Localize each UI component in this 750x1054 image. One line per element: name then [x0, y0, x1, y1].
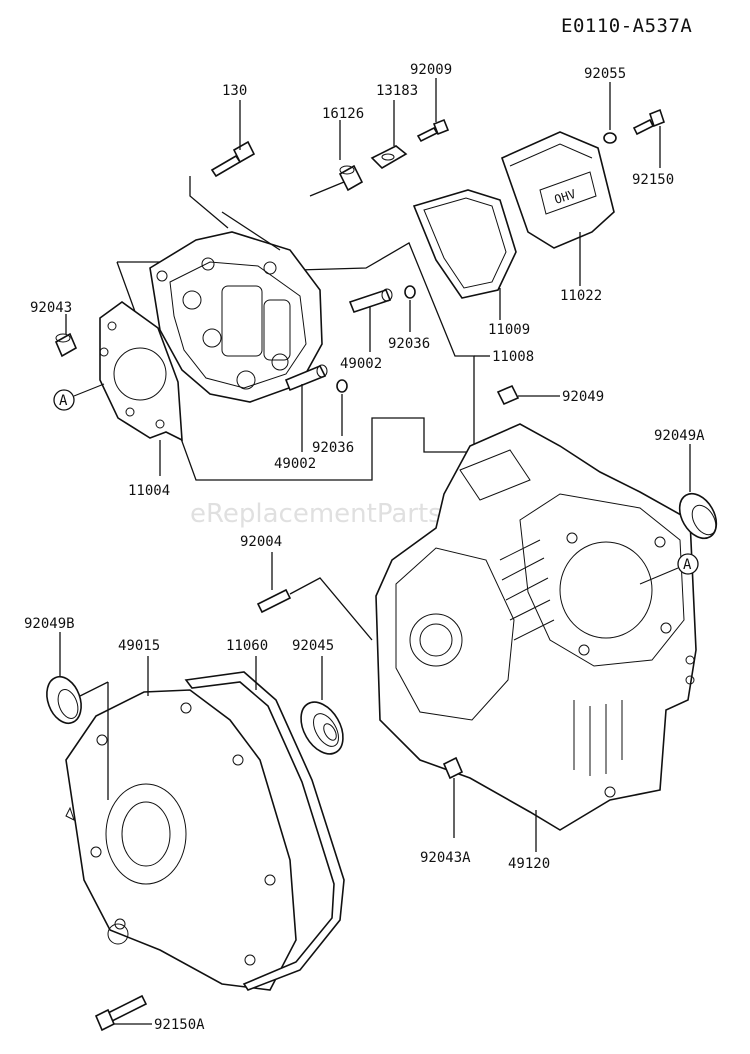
- callout-92049: 92049: [562, 389, 604, 405]
- bolt-92009[interactable]: [416, 118, 450, 143]
- callout-92009: 92009: [410, 62, 452, 78]
- reference-marker-a-left: A: [53, 383, 105, 411]
- callout-92045: 92045: [292, 638, 334, 654]
- head-gasket-11004[interactable]: [99, 301, 183, 442]
- cylinder-head-assembly-outline: [116, 242, 475, 481]
- callout-92036-lower: 92036: [312, 440, 354, 456]
- callout-49002-lower: 49002: [274, 456, 316, 472]
- rocker-cover-gasket-11009[interactable]: [412, 189, 517, 299]
- callout-92055: 92055: [584, 66, 626, 82]
- crankcase-49120[interactable]: [375, 423, 697, 831]
- callout-11009: 11009: [488, 322, 530, 338]
- washer-92055[interactable]: [603, 132, 617, 144]
- bearing-92045[interactable]: [292, 695, 351, 761]
- dowel-pin-92043[interactable]: [54, 332, 78, 358]
- keeper-92036-lower[interactable]: [336, 379, 348, 393]
- reference-marker-a-left-label: A: [59, 393, 68, 409]
- callout-13183: 13183: [376, 83, 418, 99]
- callout-92049b: 92049B: [24, 616, 75, 632]
- plug-92049[interactable]: [496, 384, 520, 406]
- callout-92036-upper: 92036: [388, 336, 430, 352]
- callout-49120: 49120: [508, 856, 550, 872]
- callout-92043a: 92043A: [420, 850, 471, 866]
- callout-16126: 16126: [322, 106, 364, 122]
- rocker-cover-11022[interactable]: OHV: [501, 131, 615, 249]
- gasket-11060[interactable]: [184, 671, 345, 991]
- diagram-code: E0110-A537A: [561, 15, 692, 37]
- callout-49002-upper: 49002: [340, 356, 382, 372]
- callout-92150: 92150: [632, 172, 674, 188]
- callout-130: 130: [222, 83, 247, 99]
- bolt-130[interactable]: [210, 140, 256, 178]
- callout-11060: 11060: [226, 638, 268, 654]
- stud-92004[interactable]: [256, 588, 292, 614]
- crankcase-cover-49015[interactable]: [65, 689, 297, 991]
- cylinder-head[interactable]: [149, 231, 323, 403]
- callout-92004: 92004: [240, 534, 282, 550]
- callout-92043: 92043: [30, 300, 72, 316]
- pin-16126[interactable]: [338, 164, 364, 192]
- callout-92150a: 92150A: [154, 1017, 205, 1033]
- dowel-pin-92043a[interactable]: [442, 756, 464, 780]
- oil-seal-92049b[interactable]: [41, 672, 87, 728]
- callout-11004: 11004: [128, 483, 170, 499]
- keeper-92036-upper[interactable]: [404, 285, 416, 299]
- oil-seal-92049a[interactable]: [672, 487, 724, 545]
- callout-92049a: 92049A: [654, 428, 705, 444]
- reference-marker-a-right-label: A: [683, 557, 692, 573]
- callout-11008: 11008: [492, 349, 534, 365]
- bolt-92150a[interactable]: [94, 994, 148, 1032]
- bolt-92150[interactable]: [632, 108, 665, 136]
- valve-49002-upper[interactable]: [348, 288, 393, 313]
- callout-11022: 11022: [560, 288, 602, 304]
- reference-marker-a-right: A: [639, 553, 699, 585]
- valve-cover-lettering: OHV: [553, 187, 578, 207]
- valve-49002-lower[interactable]: [284, 364, 328, 392]
- gasket-13183[interactable]: [370, 145, 408, 170]
- callout-49015: 49015: [118, 638, 160, 654]
